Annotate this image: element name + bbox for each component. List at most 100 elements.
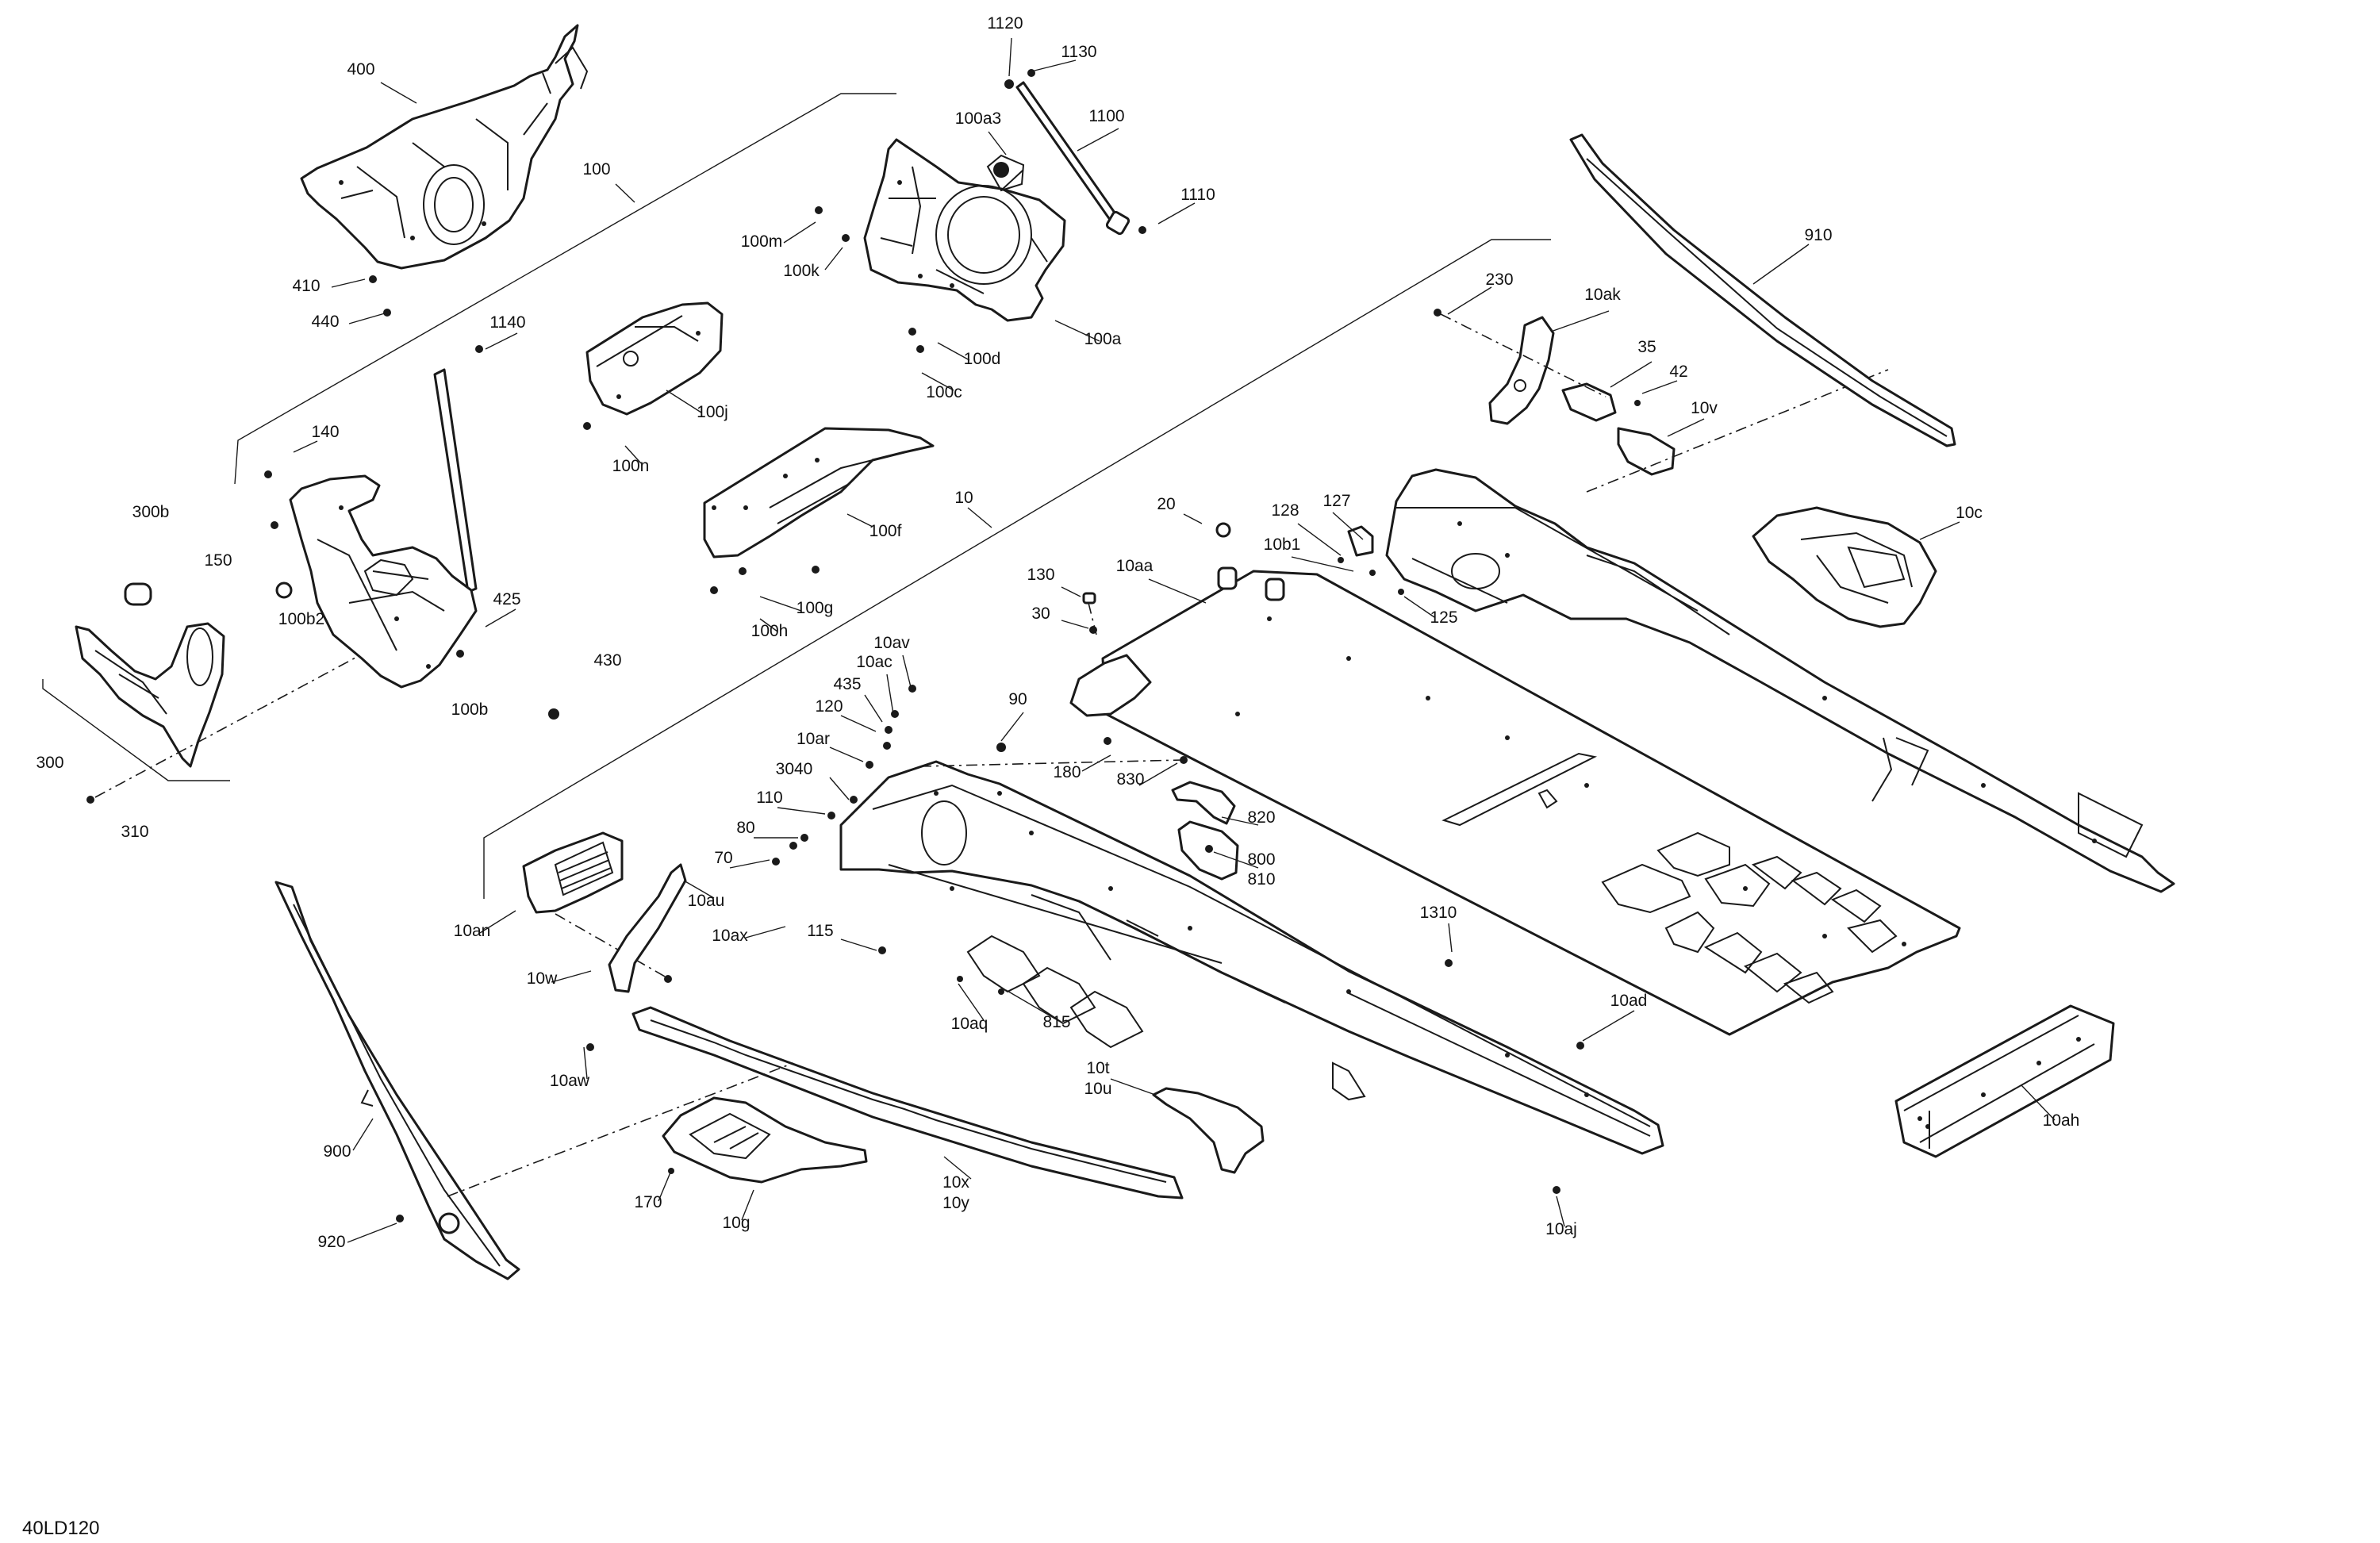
callout-10u: 10u (1084, 1080, 1111, 1098)
mount-clip[interactable] (1171, 781, 1239, 881)
callout-10g: 10g (722, 1214, 750, 1232)
leader-line (902, 654, 912, 688)
side-rail[interactable] (274, 881, 794, 1280)
callout-100n: 100n (612, 457, 650, 475)
leader-line (988, 131, 1007, 155)
leader-line (1061, 620, 1089, 629)
leader-line (745, 926, 786, 938)
leader-line (729, 859, 770, 869)
sensor-bracket[interactable] (703, 427, 935, 594)
leader-line (485, 608, 516, 628)
callout-35: 35 (1637, 338, 1656, 356)
leader-line (1641, 380, 1678, 394)
callout-230: 230 (1485, 271, 1513, 289)
leader-line (1582, 1010, 1635, 1042)
leader-line (829, 777, 850, 800)
callout-90: 90 (1008, 690, 1027, 708)
leader-line (615, 183, 635, 203)
leader-line (1556, 1196, 1565, 1227)
callout-100m: 100m (741, 232, 783, 251)
leader-line (824, 247, 843, 271)
callout-815: 815 (1042, 1013, 1070, 1031)
callout-10ak: 10ak (1584, 286, 1621, 304)
callout-1140: 1140 (489, 313, 525, 332)
leader-line (1221, 816, 1259, 826)
callout-100f: 100f (869, 522, 902, 540)
callout-10b1: 10b1 (1264, 535, 1301, 554)
leader-line (864, 694, 883, 723)
callout-10ax: 10ax (712, 927, 748, 945)
leader-line (1061, 586, 1081, 597)
main-tunnel-frame[interactable] (839, 468, 2175, 1155)
footrest[interactable] (662, 1096, 868, 1184)
callout-170: 170 (634, 1193, 662, 1211)
callout-110: 110 (756, 789, 782, 807)
leader-line (1447, 286, 1492, 315)
support-rod[interactable] (433, 345, 483, 593)
callout-10: 10 (954, 489, 973, 507)
callout-180: 180 (1053, 763, 1081, 781)
leader-line (1031, 59, 1077, 72)
rear-extension[interactable] (1894, 1004, 2115, 1158)
callout-150: 150 (204, 551, 232, 570)
leader-line (777, 807, 826, 815)
callout-128: 128 (1271, 501, 1299, 520)
leader-line (741, 1189, 754, 1221)
callout-10v: 10v (1691, 399, 1718, 417)
callout-1130: 1130 (1061, 43, 1096, 61)
upper-rail[interactable] (1569, 133, 1956, 447)
leader-line (846, 513, 873, 528)
leader-line (1213, 851, 1259, 869)
leader-line (352, 1118, 374, 1151)
leader-line (1005, 989, 1064, 1024)
rear-mount-bracket[interactable] (75, 582, 358, 804)
leader-line (1297, 523, 1342, 556)
callout-80: 80 (736, 819, 754, 837)
leader-line (1138, 762, 1178, 786)
leader-line (1610, 361, 1653, 388)
callout-810: 810 (1247, 870, 1275, 889)
leader-line (1183, 513, 1203, 524)
cover-plate[interactable] (583, 301, 724, 430)
running-board[interactable] (631, 1006, 1184, 1199)
rear-bumper-assembly[interactable] (1752, 506, 1937, 628)
engine-mount-bracket[interactable] (815, 138, 1066, 353)
callout-920: 920 (317, 1233, 345, 1251)
leader-line (1332, 512, 1364, 540)
callout-830: 830 (1116, 770, 1144, 789)
brace[interactable] (608, 863, 687, 993)
callout-435: 435 (833, 675, 861, 693)
steering-column-bracket[interactable] (264, 470, 559, 720)
leader-line (840, 715, 877, 732)
callout-300: 300 (36, 754, 63, 772)
leader-line (1403, 596, 1435, 618)
callout-425: 425 (493, 590, 520, 608)
side-vent-panel[interactable] (522, 831, 672, 983)
callout-100a3: 100a3 (955, 109, 1001, 128)
callout-10av: 10av (873, 634, 910, 652)
diagram-code: 40LD120 (22, 1518, 99, 1539)
callout-100b: 100b (451, 700, 489, 719)
front-upper-bracket[interactable] (300, 24, 589, 317)
callout-100d: 100d (964, 350, 1001, 368)
strut-rod[interactable] (1004, 69, 1146, 236)
leader-line (293, 440, 318, 453)
callout-440: 440 (311, 313, 339, 331)
callout-10x: 10x (942, 1173, 969, 1192)
leader-line (1667, 418, 1705, 437)
leader-line (479, 910, 516, 934)
callout-10au: 10au (688, 892, 725, 910)
rear-upper-bracket[interactable] (1434, 309, 1889, 493)
protector-plate[interactable] (1152, 1087, 1265, 1174)
callout-10c: 10c (1956, 504, 1983, 522)
callout-310: 310 (121, 823, 148, 841)
callout-10aq: 10aq (951, 1015, 988, 1033)
callout-10ar: 10ar (797, 730, 830, 748)
callout-10ad: 10ad (1610, 992, 1648, 1010)
callout-100: 100 (582, 160, 610, 178)
callout-42: 42 (1669, 363, 1687, 381)
leader-line (1000, 712, 1024, 742)
callout-30: 30 (1031, 605, 1050, 623)
callout-430: 430 (593, 651, 621, 670)
